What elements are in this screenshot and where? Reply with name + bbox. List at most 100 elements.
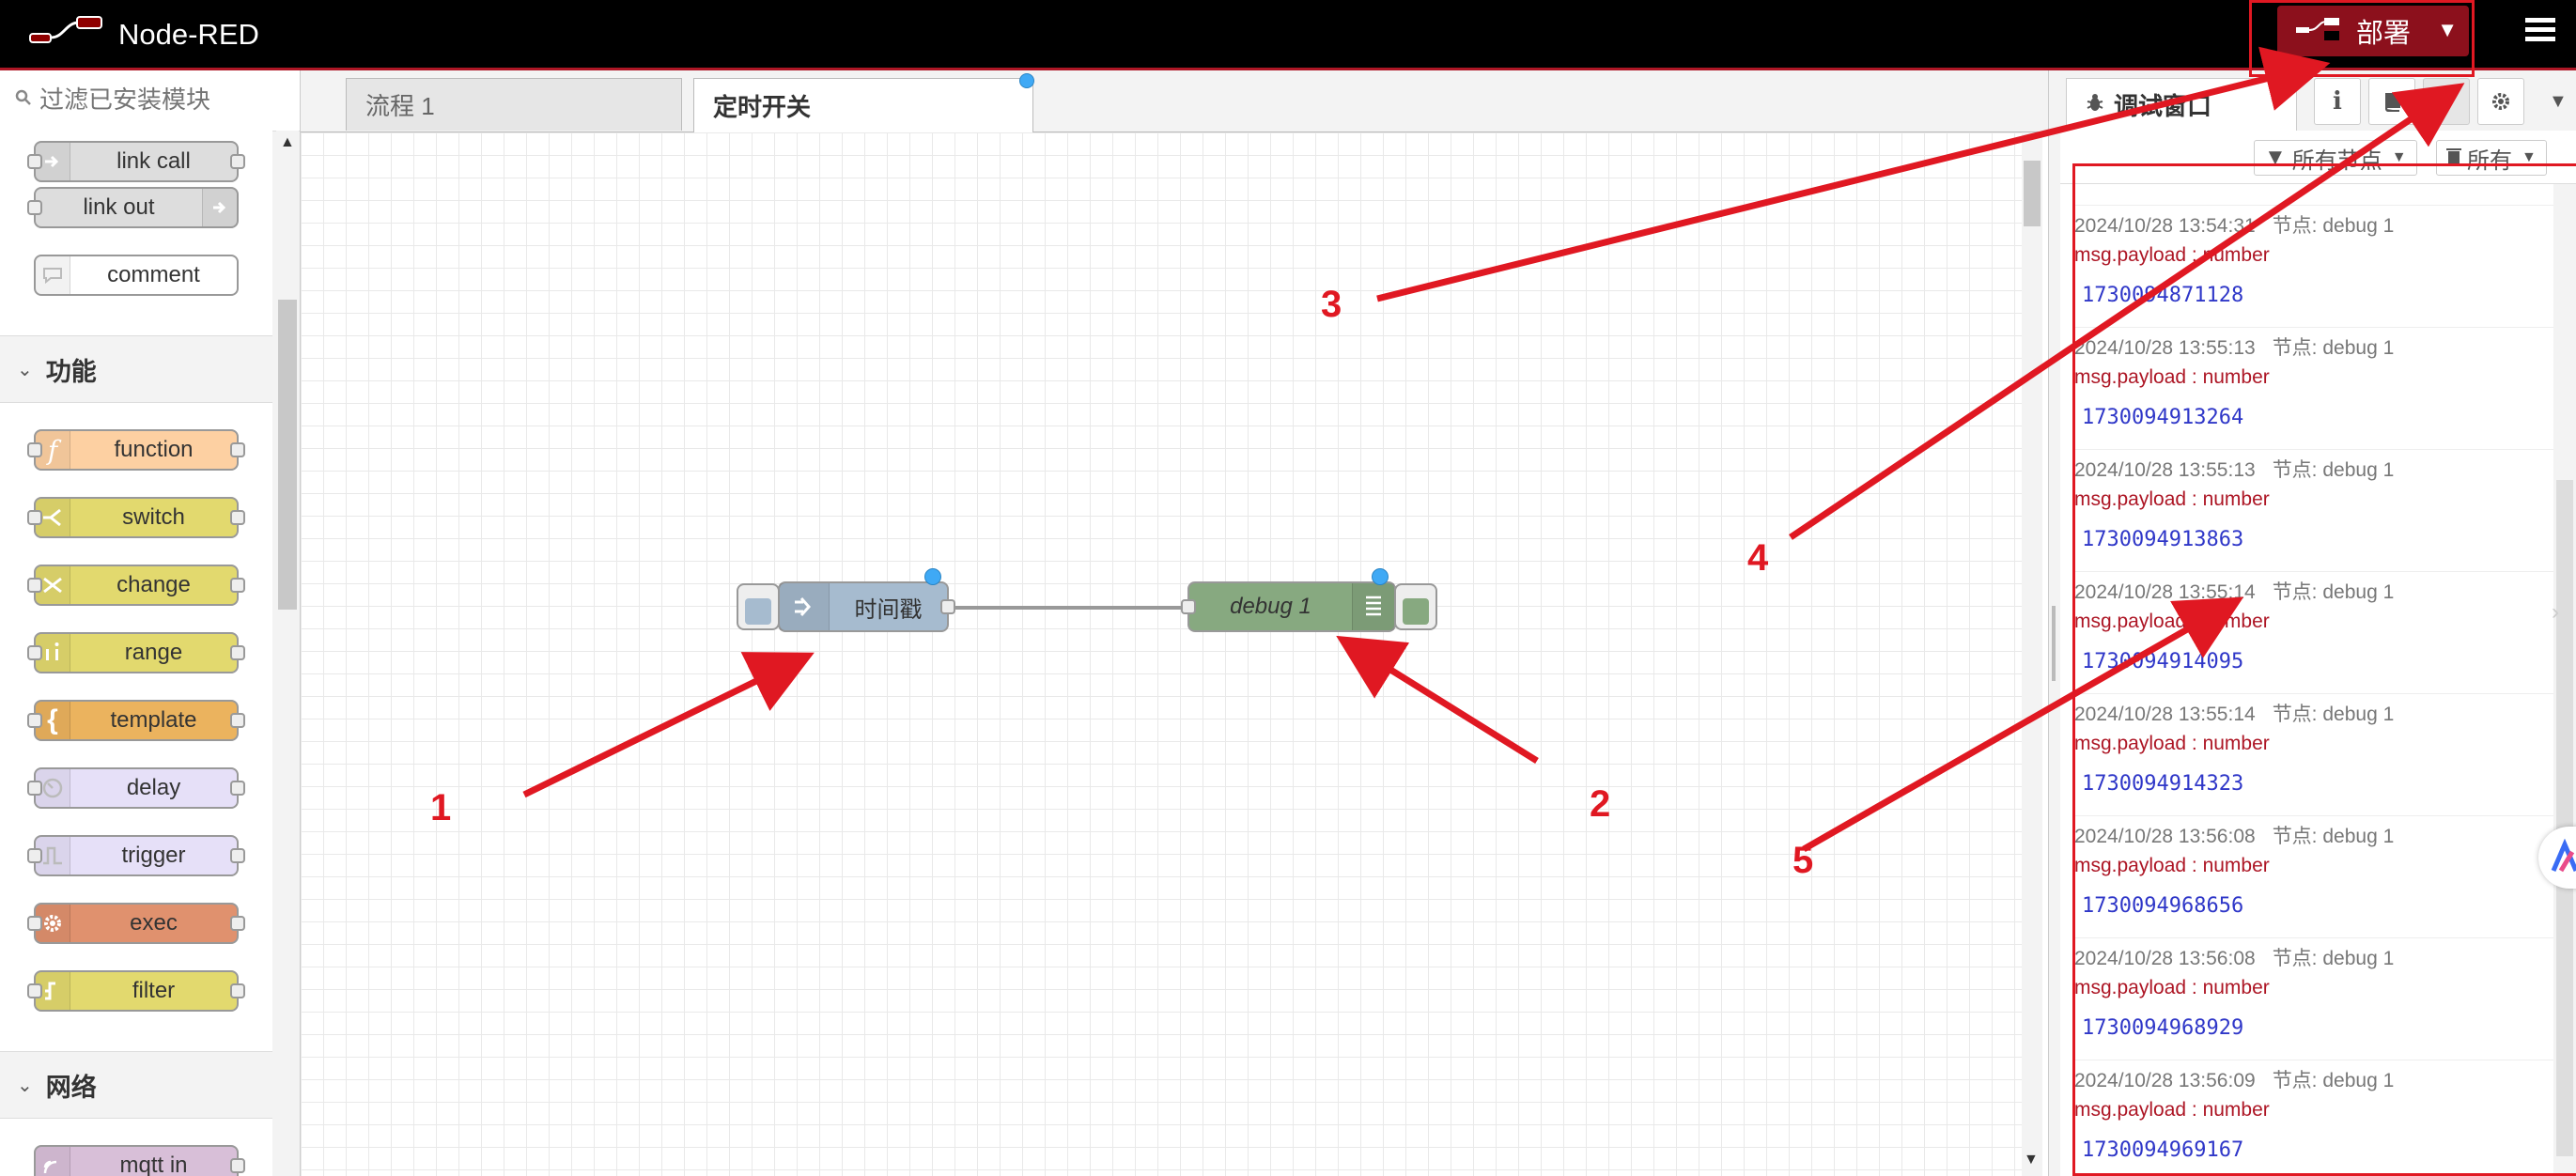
inject-trigger-button[interactable]	[737, 583, 780, 630]
palette-category-network[interactable]: ⌄ 网络	[0, 1051, 272, 1119]
message-value[interactable]: 1730094968929	[2082, 1016, 2244, 1040]
palette-node-mqtt-in[interactable]: mqtt in	[34, 1145, 245, 1176]
search-icon	[15, 89, 32, 111]
tab-label: 流程 1	[365, 92, 435, 120]
annotation-number: 4	[1747, 537, 1769, 579]
changed-indicator	[924, 568, 941, 585]
message-meta: 2024/10/28 13:56:09 节点: debug 1	[2074, 1065, 2394, 1093]
sidebar-menu-caret-icon[interactable]: ▼	[2549, 91, 2568, 112]
input-port	[27, 713, 42, 728]
debug-bug-icon[interactable]	[2423, 78, 2470, 125]
palette-node-function[interactable]: f function	[27, 429, 245, 471]
clear-messages-button[interactable]: 所有 ▼	[2436, 140, 2547, 176]
message-node-link[interactable]: 节点: debug 1	[2272, 826, 2395, 847]
palette-node-range[interactable]: range	[27, 632, 245, 673]
main-menu-icon[interactable]	[2523, 13, 2557, 52]
canvas-scrollbar[interactable]: ▼	[2022, 132, 2042, 1176]
input-port	[27, 983, 42, 998]
flow-canvas[interactable]: 时间戳 debug 1	[301, 132, 2022, 1176]
palette-node-delay[interactable]: delay	[27, 767, 245, 809]
message-node-link[interactable]: 节点: debug 1	[2272, 704, 2395, 725]
palette-node-label: template	[110, 707, 197, 733]
deploy-menu-caret-icon[interactable]: ▼	[2437, 18, 2458, 41]
debug-toggle-button[interactable]	[1394, 583, 1437, 630]
palette-node-label: link call	[116, 148, 191, 174]
message-time: 2024/10/28 13:56:09	[2074, 1070, 2256, 1091]
workspace-tabs: 流程 1 定时开关 + ▼	[301, 70, 2324, 132]
message-node-link[interactable]: 节点: debug 1	[2272, 948, 2395, 969]
palette-category-function[interactable]: ⌄ 功能	[0, 335, 272, 403]
palette-node-exec[interactable]: exec	[27, 903, 245, 944]
input-port	[27, 578, 42, 593]
chevron-right-icon[interactable]: ›	[2552, 599, 2559, 625]
scroll-up-icon[interactable]: ▲	[280, 134, 295, 150]
output-port	[230, 442, 245, 457]
floating-assistant-icon[interactable]	[2538, 827, 2576, 889]
message-value[interactable]: 1730094969167	[2082, 1138, 2244, 1162]
message-node-link[interactable]: 节点: debug 1	[2272, 581, 2395, 603]
scrollbar-thumb[interactable]	[2556, 480, 2573, 1156]
message-topic: msg.payload : number	[2074, 855, 2270, 876]
scrollbar-thumb[interactable]	[2024, 161, 2041, 226]
output-port[interactable]	[940, 599, 955, 614]
inject-arrow-icon	[780, 583, 830, 630]
input-port	[27, 510, 42, 525]
bug-icon	[2086, 92, 2104, 117]
scroll-down-icon[interactable]: ▼	[2024, 1152, 2039, 1168]
tab-timer-switch[interactable]: 定时开关	[693, 73, 1034, 132]
inject-button-face	[745, 598, 771, 625]
flow-node-label: 时间戳	[854, 596, 923, 623]
changed-indicator	[1372, 568, 1389, 585]
switch-icon	[36, 499, 70, 536]
input-port	[27, 781, 42, 796]
gear-icon	[36, 905, 70, 942]
palette-node-comment[interactable]: comment	[34, 255, 239, 296]
flow-wire[interactable]	[301, 132, 2022, 1176]
palette-node-switch[interactable]: switch	[27, 497, 245, 538]
category-label: 网络	[45, 1073, 97, 1102]
output-port	[230, 781, 245, 796]
resize-grip	[2052, 606, 2056, 681]
palette-node-label: trigger	[121, 843, 186, 868]
chevron-down-icon: ⌄	[17, 1075, 33, 1096]
tab-flow-1[interactable]: 流程 1	[346, 78, 682, 131]
output-port	[230, 1158, 245, 1173]
palette-node-template[interactable]: { template	[27, 700, 245, 741]
palette-scrollbar[interactable]: ▲	[276, 131, 299, 1176]
output-port	[230, 916, 245, 931]
palette-node-filter[interactable]: filter	[27, 970, 245, 1012]
palette-node-link-call[interactable]: link call	[27, 141, 245, 182]
message-node-link[interactable]: 节点: debug 1	[2272, 1070, 2395, 1091]
palette-node-label: delay	[126, 775, 181, 800]
output-port	[230, 578, 245, 593]
trash-icon	[2446, 145, 2461, 171]
input-port	[27, 848, 42, 863]
palette-node-change[interactable]: change	[27, 565, 245, 606]
palette-node-trigger[interactable]: trigger	[27, 835, 245, 876]
palette-filter-input[interactable]	[38, 80, 286, 119]
debug-scrollbar[interactable]	[2553, 184, 2576, 1176]
annotation-highlight-debug-panel	[2072, 163, 2576, 1176]
palette-node-label: comment	[107, 262, 200, 287]
output-port	[230, 983, 245, 998]
book-icon[interactable]	[2368, 78, 2415, 125]
palette-node-link-out[interactable]: link out	[27, 187, 239, 228]
input-port	[27, 154, 42, 169]
flow-node-debug-1[interactable]: debug 1	[1181, 568, 1396, 632]
gear-icon[interactable]	[2477, 78, 2524, 125]
category-label: 功能	[45, 357, 97, 386]
flow-node-timestamp[interactable]: 时间戳	[778, 568, 955, 632]
scrollbar-thumb[interactable]	[278, 300, 297, 610]
mqtt-icon	[36, 1147, 70, 1176]
input-port[interactable]	[1181, 599, 1196, 614]
tab-debug[interactable]: 调试窗口	[2066, 78, 2297, 131]
output-port	[230, 713, 245, 728]
sidebar-resize-handle[interactable]	[2048, 70, 2061, 1176]
tab-label: 定时开关	[713, 93, 812, 121]
message-value[interactable]: 1730094968656	[2082, 894, 2244, 918]
info-icon[interactable]: i	[2314, 78, 2361, 125]
app-logo: Node-RED	[28, 13, 259, 55]
